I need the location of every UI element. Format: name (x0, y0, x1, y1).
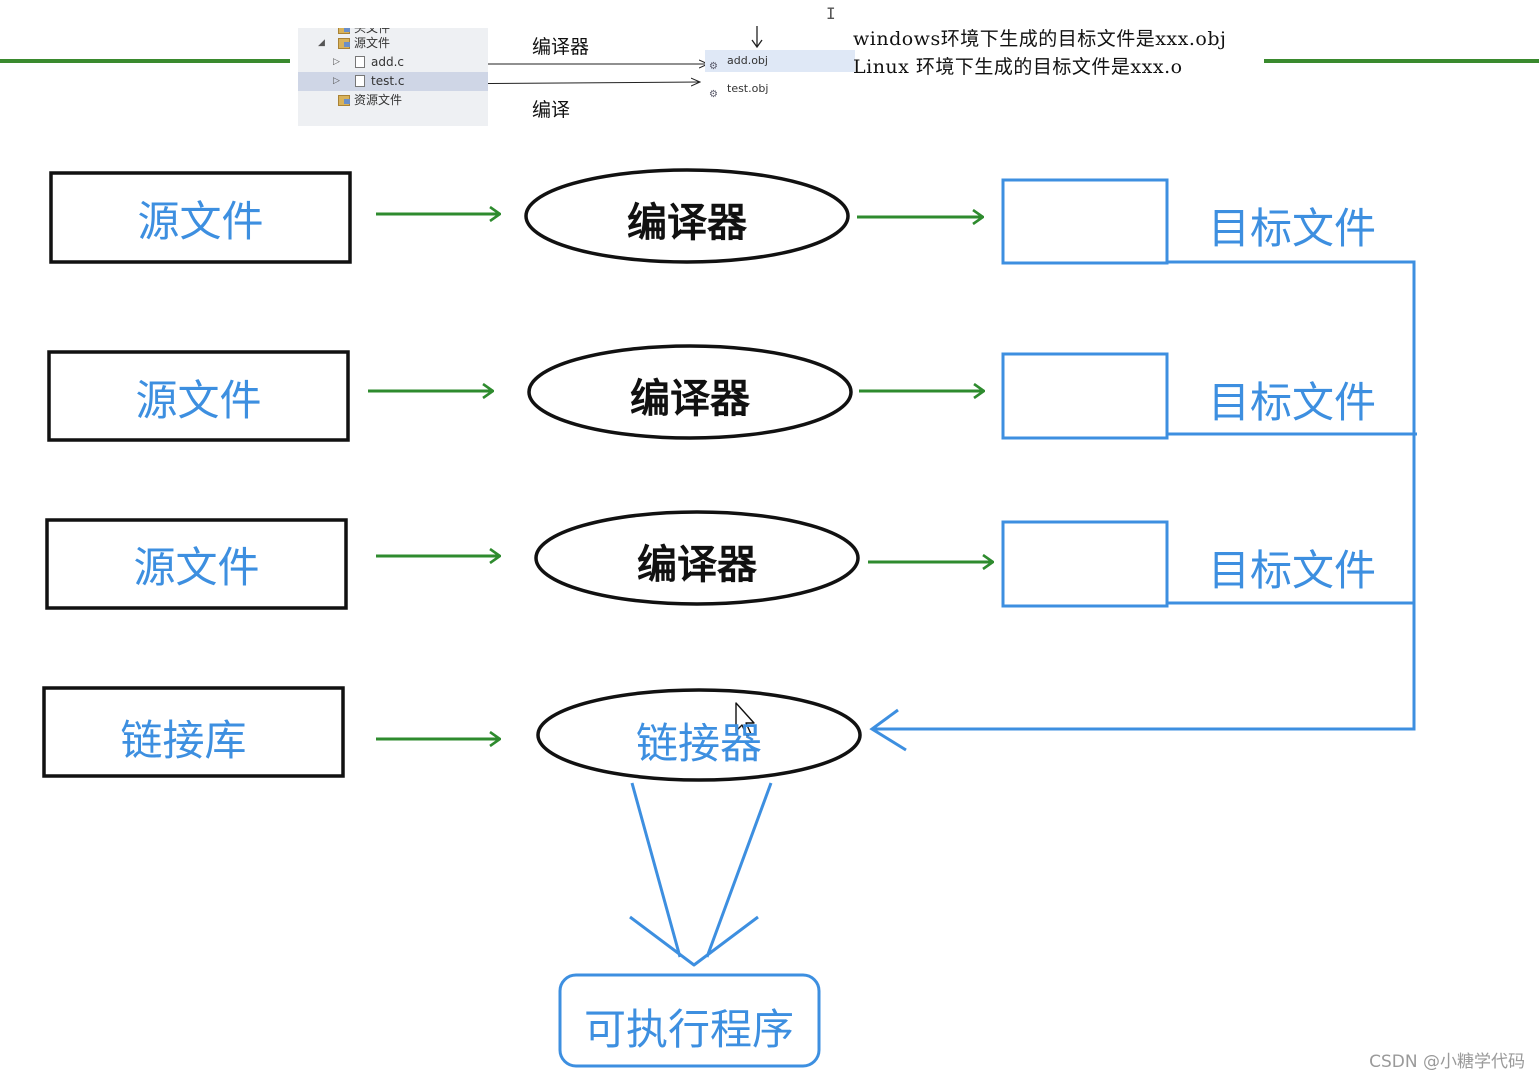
tree-item-label: test.c (371, 74, 405, 88)
linker-input-arrowhead (869, 708, 907, 752)
mouse-cursor-icon (735, 702, 755, 737)
linker-label: 链接器 (635, 719, 762, 768)
tree-item-add-c[interactable]: ▷ add.c (298, 53, 488, 72)
folder-icon (338, 95, 350, 106)
object-file-box-1 (1001, 178, 1169, 265)
compiler-label-3: 编译器 (637, 542, 757, 588)
tree-item-label: add.c (371, 55, 404, 69)
text-cursor-icon: I (826, 4, 836, 23)
compiler-label-1: 编译器 (627, 200, 747, 246)
object-file-label-3: 目标文件 (1208, 546, 1377, 595)
collapse-caret-icon[interactable]: ▷ (333, 76, 340, 86)
tree-item-test-c[interactable]: ▷ test.c (298, 72, 488, 91)
linux-note: Linux 环境下生成的目标文件是xxx.o (853, 56, 1183, 78)
obj-item-label: test.obj (727, 82, 769, 95)
tree-item-header-files[interactable]: 头文件 (298, 28, 488, 38)
folder-icon (338, 28, 350, 34)
tree-item-resource-files[interactable]: 资源文件 (298, 91, 488, 110)
source-file-label-3: 源文件 (133, 543, 260, 592)
object-collector-line (872, 260, 1416, 731)
tree-item-label: 资源文件 (354, 93, 403, 107)
expand-caret-icon[interactable]: ◢ (318, 38, 325, 48)
executable-label: 可执行程序 (584, 1005, 795, 1054)
collapse-caret-icon[interactable]: ▷ (333, 57, 340, 67)
linker-ellipse (536, 688, 862, 782)
tree-item-source-files[interactable]: ◢ 源文件 (298, 34, 488, 53)
compiler-ellipse-3 (534, 510, 860, 606)
object-file-box-3 (1001, 520, 1169, 608)
solution-explorer-panel: 头文件 ◢ 源文件 ▷ add.c ▷ test.c 资源文件 (298, 28, 488, 126)
c-file-icon (355, 75, 365, 87)
source-file-box-2 (47, 350, 350, 442)
source-file-label-2: 源文件 (135, 376, 262, 425)
windows-note: windows环境下生成的目标文件是xxx.obj (853, 28, 1227, 50)
executable-box (558, 973, 821, 1068)
tree-item-label: 源文件 (354, 36, 391, 50)
object-files-panel: ⚙ add.obj ⚙ test.obj (705, 50, 855, 104)
down-arrow-icon (751, 26, 763, 49)
source-file-label-1: 源文件 (137, 197, 264, 246)
tree-item-label: 头文件 (354, 28, 391, 35)
source-file-box-1 (49, 171, 352, 264)
obj-item-add[interactable]: ⚙ add.obj (705, 50, 855, 72)
compiler-ellipse-1 (524, 168, 850, 264)
c-file-icon (355, 56, 365, 68)
compiler-label-2: 编译器 (630, 376, 750, 422)
compiler-ellipse-2 (527, 344, 853, 440)
library-box (42, 686, 345, 778)
compile-caption: 编译 (532, 99, 571, 121)
obj-item-label: add.obj (727, 54, 768, 67)
object-file-label-2: 目标文件 (1208, 378, 1377, 427)
source-file-box-3 (45, 518, 348, 610)
watermark: CSDN @小糖学代码 (1369, 1052, 1525, 1072)
compiler-caption: 编译器 (532, 36, 590, 58)
obj-file-icon: ⚙ (709, 61, 718, 72)
object-file-box-2 (1001, 352, 1169, 440)
library-label: 链接库 (120, 716, 247, 765)
obj-file-icon: ⚙ (709, 89, 718, 100)
linker-to-executable-arrow (629, 782, 773, 967)
object-file-label-1: 目标文件 (1208, 204, 1377, 253)
obj-item-test[interactable]: ⚙ test.obj (705, 78, 855, 100)
folder-icon (338, 38, 350, 49)
